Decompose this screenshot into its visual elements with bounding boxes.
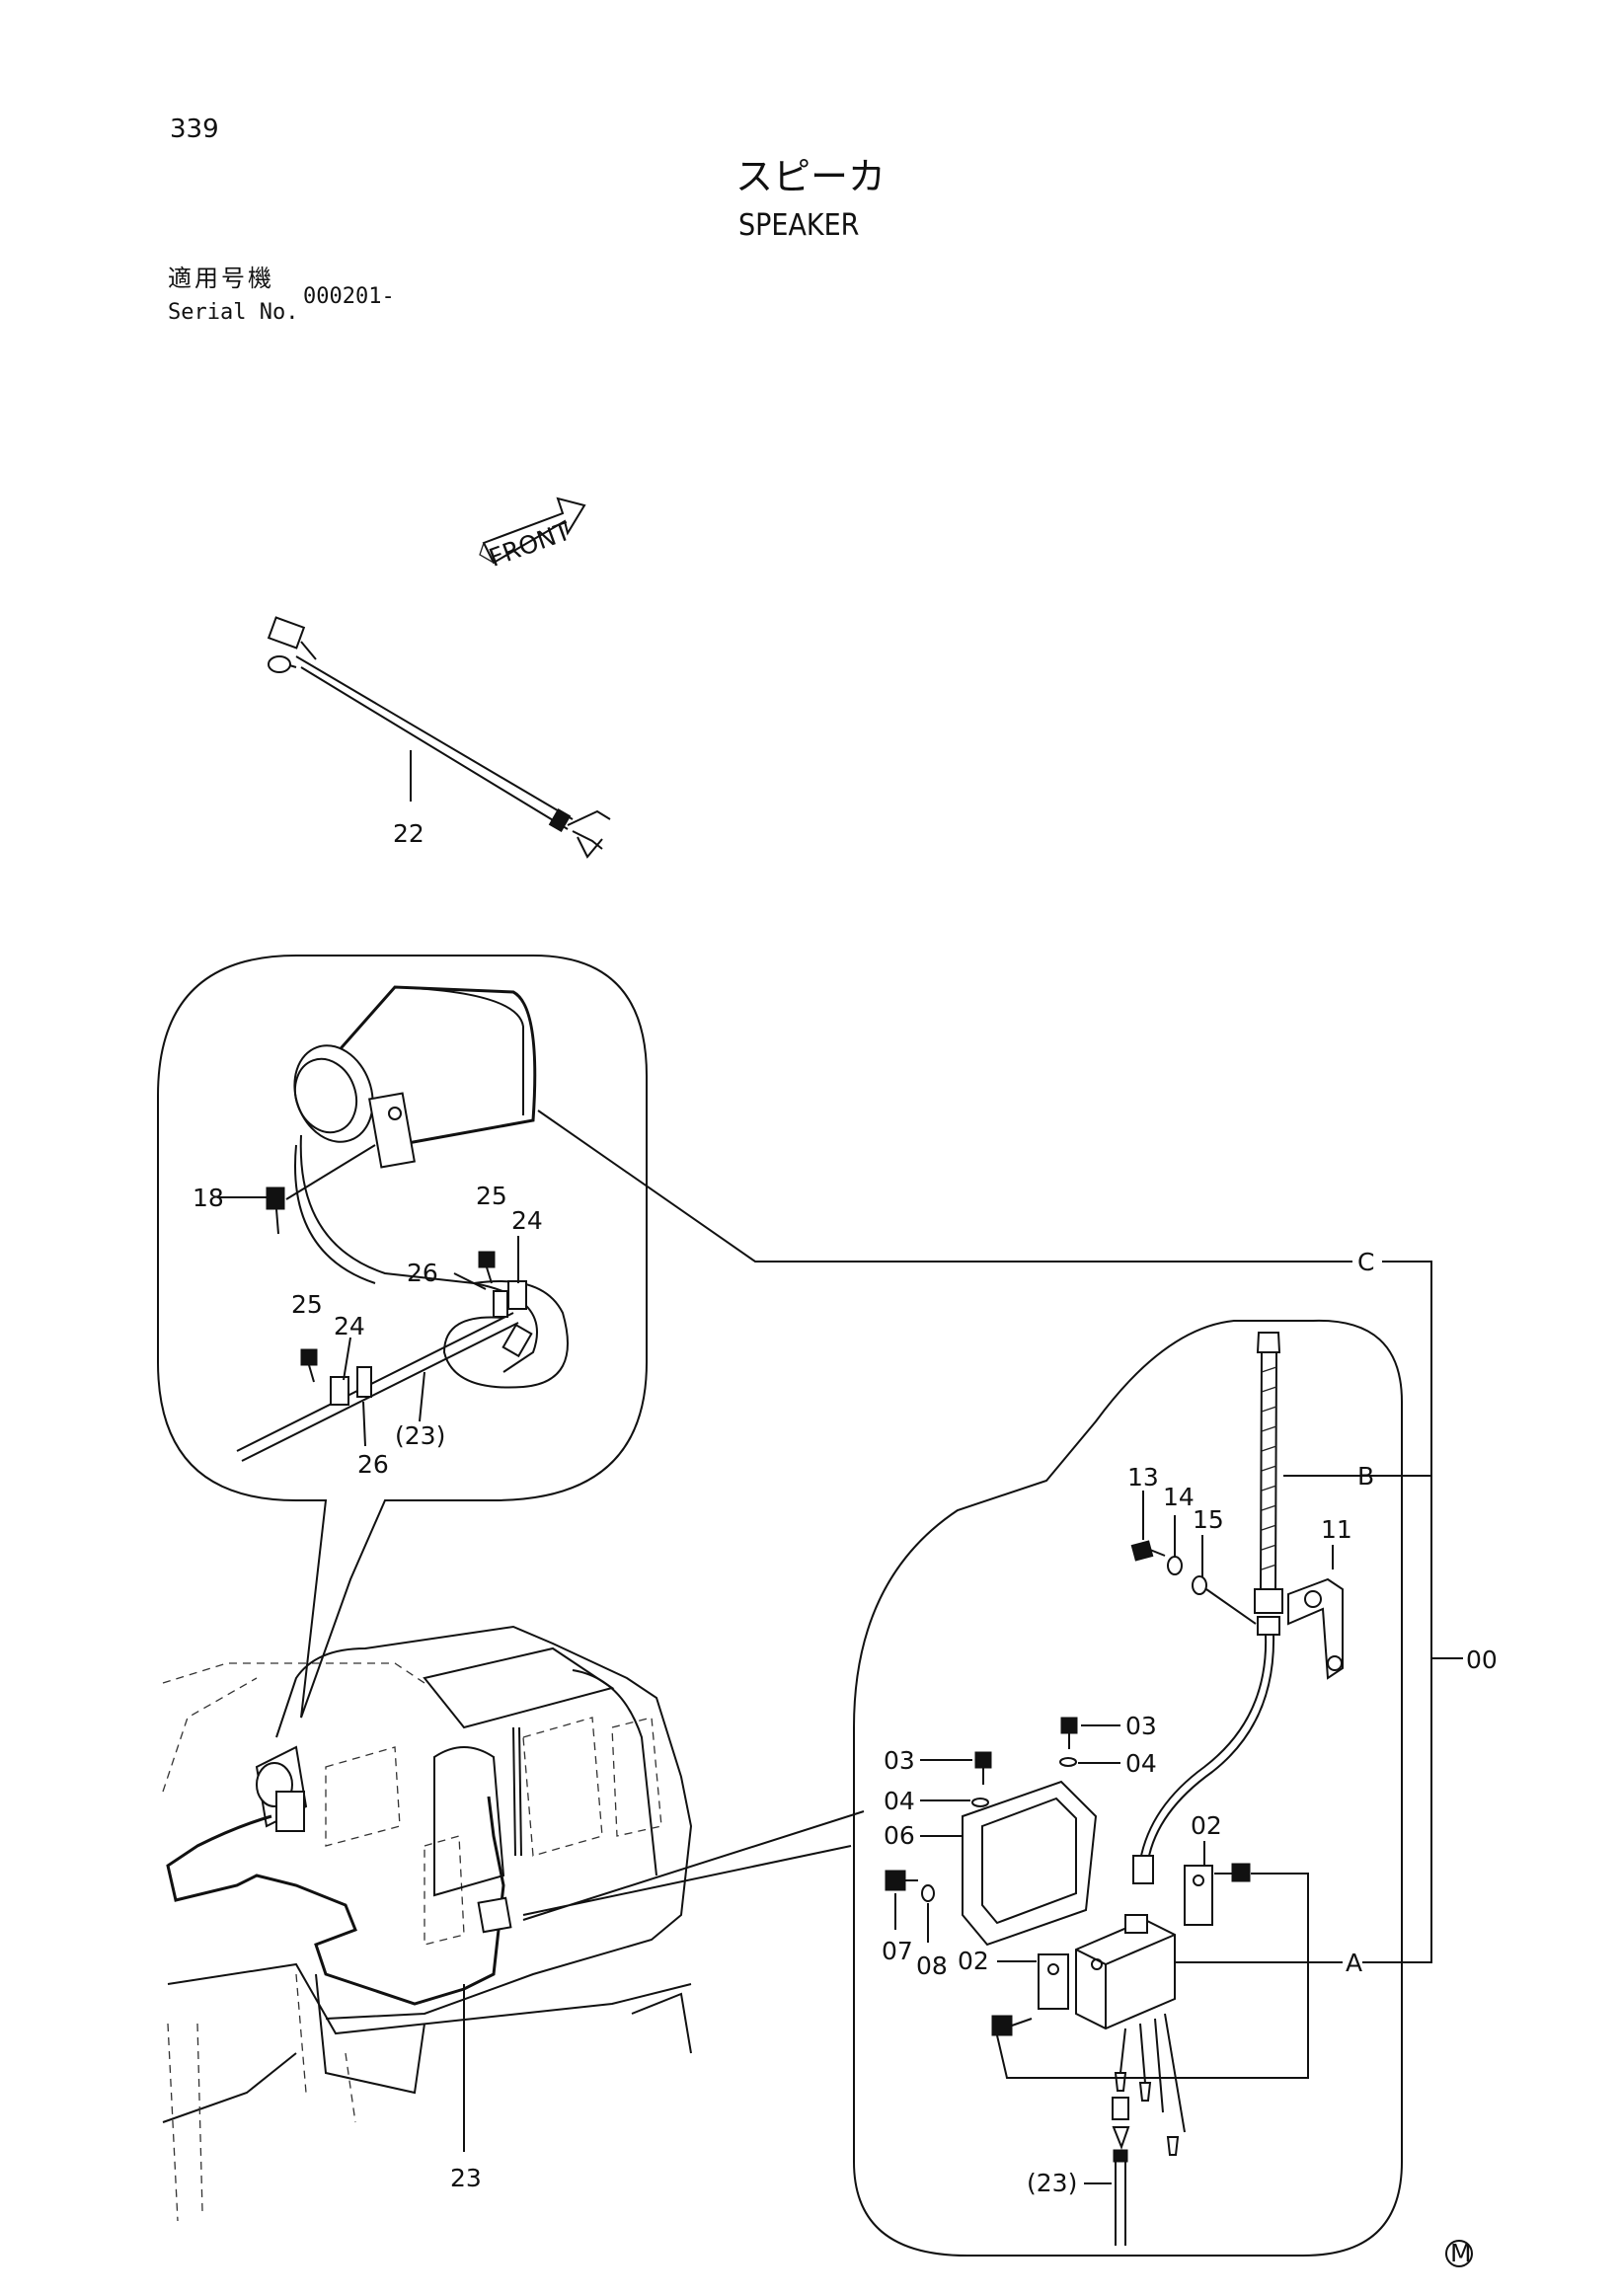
harness-22: 22 xyxy=(267,616,611,859)
callout-04-left: 04 xyxy=(884,1787,915,1815)
control-unit-detail-bubble: B 11 13 14 15 03 03 04 04 06 xyxy=(853,1319,1403,2257)
callout-11: 11 xyxy=(1321,1515,1352,1544)
callout-02-lower: 02 xyxy=(958,1947,989,1975)
callout-c: C xyxy=(1357,1248,1374,1276)
serial-number-value: 000201- xyxy=(303,284,395,309)
callout-06: 06 xyxy=(884,1821,915,1850)
callout-15: 15 xyxy=(1193,1505,1224,1534)
speaker-detail-bubble: 18 25 24 26 25 24 26 (23) xyxy=(157,955,1352,1719)
callout-22: 22 xyxy=(393,819,424,848)
callout-18: 18 xyxy=(193,1184,224,1212)
callout-02-upper: 02 xyxy=(1191,1811,1222,1840)
callout-25-lower: 25 xyxy=(291,1290,323,1319)
callout-03-left: 03 xyxy=(884,1746,915,1775)
assembly-bracket-00: C 00 xyxy=(1357,1248,1498,1963)
callout-25-upper: 25 xyxy=(476,1182,507,1210)
front-arrow-icon: FRONT xyxy=(479,497,586,573)
footer-mark: M xyxy=(1450,2239,1472,2267)
callout-08: 08 xyxy=(916,1952,948,1980)
callout-14: 14 xyxy=(1163,1483,1195,1511)
page-title-japanese: スピーカ xyxy=(735,155,887,198)
callout-07: 07 xyxy=(882,1937,913,1965)
callout-23-detail-lower: (23) xyxy=(1027,2169,1077,2197)
callout-26-lower: 26 xyxy=(357,1450,389,1479)
serial-label-japanese: 適用号機 xyxy=(168,265,274,292)
page-number: 339 xyxy=(170,115,219,144)
callout-24-upper: 24 xyxy=(511,1206,543,1235)
callout-23: 23 xyxy=(450,2164,482,2192)
callout-13: 13 xyxy=(1127,1463,1159,1492)
callout-26-upper: 26 xyxy=(407,1259,438,1287)
callout-04-right: 04 xyxy=(1125,1749,1157,1778)
page-title-english: SPEAKER xyxy=(738,208,860,243)
serial-label-english: Serial No. xyxy=(168,300,299,325)
machine-cab: 23 xyxy=(162,1625,865,2222)
callout-a: A xyxy=(1346,1949,1362,1977)
m-mark-icon: M xyxy=(1445,2239,1473,2267)
callout-23-detail-upper: (23) xyxy=(395,1421,445,1450)
callout-03-right: 03 xyxy=(1125,1712,1157,1740)
callout-00: 00 xyxy=(1466,1645,1498,1674)
callout-24-lower: 24 xyxy=(334,1312,365,1340)
callout-b: B xyxy=(1357,1462,1374,1491)
